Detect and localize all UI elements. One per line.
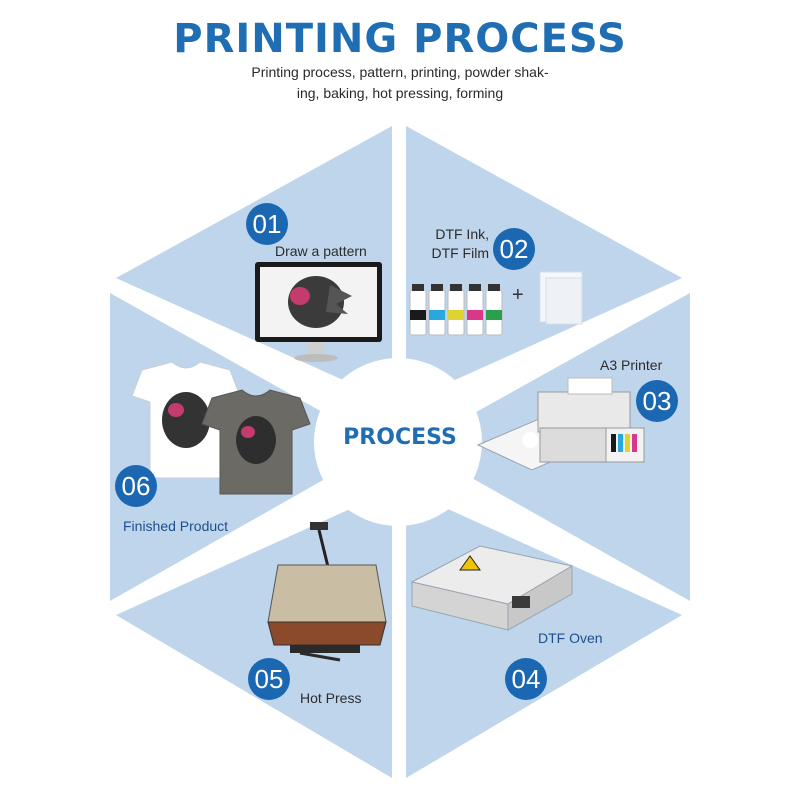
step-label-06: Finished Product xyxy=(123,518,229,534)
ink-bottles-icon xyxy=(409,284,503,336)
panel-step-5 xyxy=(116,490,392,778)
page-subtitle: Printing process, pattern, printing, pow… xyxy=(200,62,600,104)
step-label-02-line-2: DTF Film xyxy=(431,245,489,261)
step-label-02-line-1: DTF Ink, xyxy=(435,226,489,242)
center-label: PROCESS xyxy=(343,425,457,450)
subtitle-line-1: Printing process, pattern, printing, pow… xyxy=(251,64,549,80)
subtitle-line-2: ing, baking, hot pressing, forming xyxy=(296,85,504,101)
printer-icon xyxy=(476,377,645,471)
step-number-01: 01 xyxy=(246,203,288,245)
page-title: PRINTING PROCESS xyxy=(173,16,627,62)
step-label-01: Draw a pattern xyxy=(275,243,367,259)
step-label-05: Hot Press xyxy=(300,690,362,706)
center-circle xyxy=(314,358,482,526)
plus-sign: + xyxy=(512,284,524,306)
step-number-06: 06 xyxy=(115,465,157,507)
oven-icon xyxy=(410,545,574,631)
step-number-05: 05 xyxy=(248,658,290,700)
tshirt-icon xyxy=(131,361,311,495)
heat-press-icon xyxy=(267,522,387,662)
dtf-film-icon xyxy=(539,271,583,325)
monitor-icon xyxy=(255,262,382,362)
step-number-04: 04 xyxy=(505,658,547,700)
step-label-04: DTF Oven xyxy=(538,630,603,646)
step-label-03: A3 Printer xyxy=(600,357,663,373)
step-number-02: 02 xyxy=(493,228,535,270)
step-number-03: 03 xyxy=(636,380,678,422)
